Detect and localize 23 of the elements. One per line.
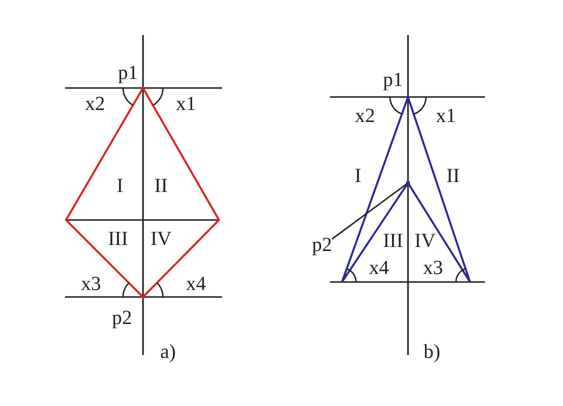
region-label: III	[383, 231, 403, 251]
angle-label: x1	[176, 94, 196, 114]
angle-label: x4	[186, 274, 206, 294]
panel-label: b)	[424, 342, 440, 362]
angle-label: x1	[436, 106, 456, 126]
angle-label: x2	[85, 94, 105, 114]
region-label: IV	[414, 231, 436, 251]
angle-label: x3	[81, 274, 101, 294]
region-label: III	[108, 229, 128, 249]
point-label: p2	[312, 235, 332, 255]
point-label: p1	[383, 70, 403, 90]
point-label: p1	[118, 63, 138, 83]
angle-label: x3	[423, 258, 443, 278]
region-label: II	[446, 166, 460, 186]
region-label: I	[116, 176, 124, 196]
region-label: I	[354, 166, 362, 186]
angle-label: x2	[355, 106, 375, 126]
region-label: IV	[150, 229, 172, 249]
angle-label: x4	[369, 258, 389, 278]
point-label: p2	[112, 308, 132, 328]
region-label: II	[154, 176, 168, 196]
panel-label: a)	[160, 342, 176, 362]
vertex-point	[406, 181, 410, 185]
